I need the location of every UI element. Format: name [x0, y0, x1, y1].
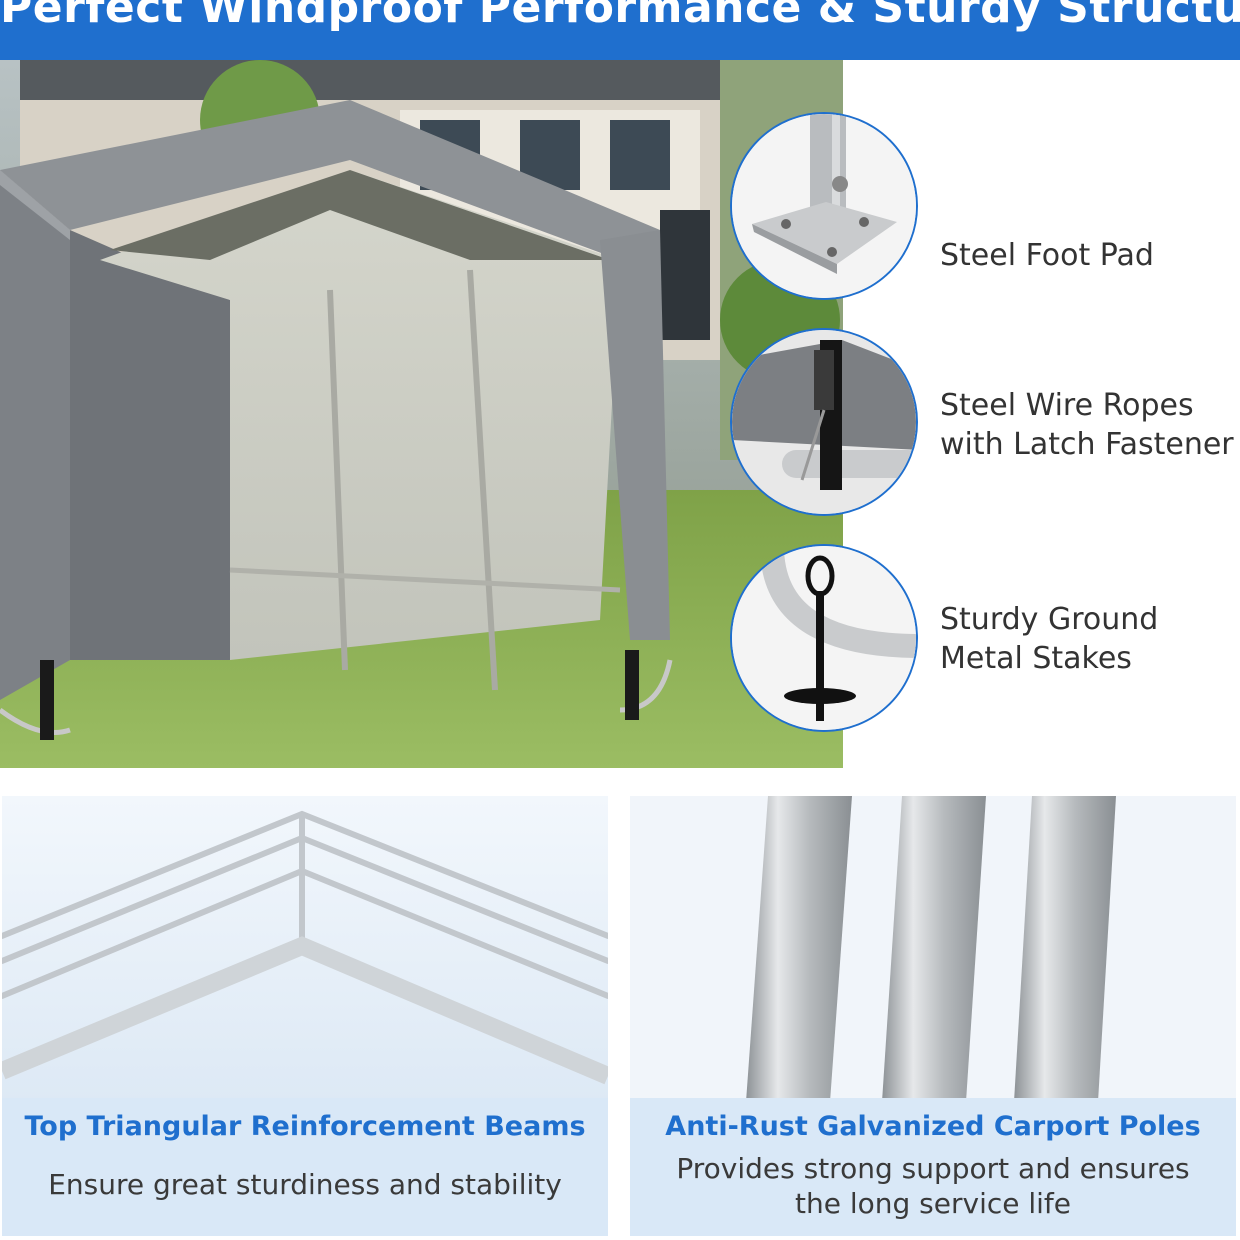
feature-item: Steel Wire Ropes with Latch Fastener — [728, 328, 1240, 518]
beams-image — [2, 796, 608, 1102]
caption-box: Anti-Rust Galvanized Carport Poles Provi… — [630, 1098, 1236, 1236]
feature-label: Sturdy Ground — [940, 602, 1159, 637]
feature-label: Steel Wire Ropes — [940, 388, 1194, 423]
caption-box: Top Triangular Reinforcement Beams Ensur… — [2, 1098, 608, 1236]
hero-tent-image — [0, 60, 843, 768]
feature-label: Metal Stakes — [940, 641, 1132, 676]
feature-item: Sturdy Ground Metal Stakes — [728, 544, 1240, 734]
caption-heading: Top Triangular Reinforcement Beams — [24, 1111, 586, 1142]
feature-label: with Latch Fastener — [940, 427, 1234, 462]
panel-reinforcement-beams: Top Triangular Reinforcement Beams Ensur… — [2, 796, 608, 1236]
poles-image — [630, 796, 1236, 1102]
title-banner: Perfect Windproof Performance & Sturdy S… — [0, 0, 1240, 60]
caption-subtitle: Ensure great sturdiness and stability — [48, 1168, 562, 1201]
foot-pad-icon — [730, 112, 918, 300]
feature-item: Steel Foot Pad — [728, 112, 1240, 302]
caption-heading: Anti-Rust Galvanized Carport Poles — [665, 1111, 1201, 1142]
feature-list: Steel Foot Pad Steel Wire Ropes with Lat… — [728, 60, 1240, 768]
wire-rope-icon — [730, 328, 918, 516]
caption-subtitle: Provides strong support and ensures — [676, 1152, 1190, 1185]
tent-illustration — [0, 60, 843, 768]
caption-subtitle: the long service life — [794, 1187, 1072, 1220]
ground-stake-icon — [730, 544, 918, 732]
feature-label: Steel Foot Pad — [940, 238, 1154, 273]
page-title: Perfect Windproof Performance & Sturdy S… — [0, 0, 1240, 33]
panel-carport-poles: Anti-Rust Galvanized Carport Poles Provi… — [630, 796, 1236, 1236]
